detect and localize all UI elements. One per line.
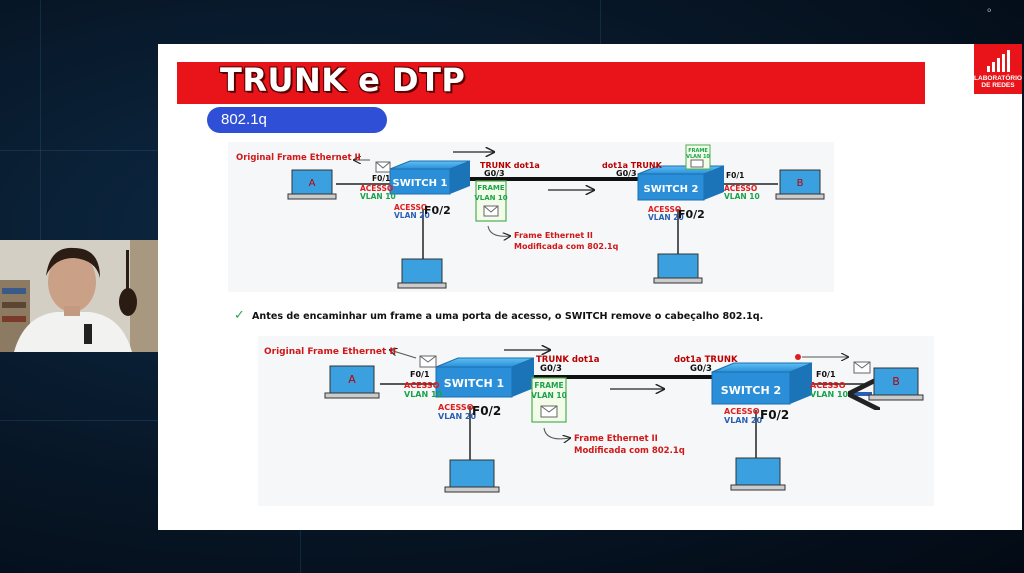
vlan10-label: VLAN 10	[360, 192, 396, 201]
slide-title: TRUNK e DTP	[220, 61, 466, 99]
background-line	[600, 0, 601, 44]
background-line	[40, 0, 41, 240]
acesso-label-4: ACESSO	[648, 205, 681, 214]
port-f01-b: F0/1	[410, 370, 430, 379]
host-b-label-b: B	[892, 375, 900, 388]
trunk-right-label: dot1a TRUNK	[602, 161, 663, 170]
port-g03-right: G0/3	[616, 169, 637, 178]
envelope-icon	[853, 361, 871, 374]
port-f01-right-b: F0/1	[816, 370, 836, 379]
original-frame-label-b: Original Frame Ethernet II	[264, 347, 396, 357]
port-f01-right: F0/1	[726, 171, 744, 180]
vlan20-label: VLAN 20	[394, 211, 430, 220]
switch1-label: SWITCH 1	[393, 178, 448, 189]
vlan20-label-2: VLAN 20	[648, 213, 684, 222]
vlan20-label-b2: VLAN 20	[724, 416, 763, 425]
envelope-icon	[690, 159, 704, 168]
background-line	[0, 150, 160, 151]
port-f02: F0/2	[424, 204, 451, 217]
envelope-icon	[483, 205, 499, 217]
logo-text-1: LABORATÓRIO	[974, 75, 1022, 82]
title-banner: TRUNK e DTP	[177, 61, 925, 104]
window-control-icon[interactable]: ⚬	[985, 6, 994, 17]
envelope-icon	[540, 405, 558, 418]
network-diagrams: SWITCH 1 SWITCH 2 A B	[228, 142, 934, 506]
host-a-laptop: A	[287, 169, 337, 200]
port-f02-right-b: F0/2	[760, 408, 789, 422]
pc-switch2-b	[730, 457, 786, 491]
modified-frame-2: Modificada com 802.1q	[514, 242, 619, 251]
vlan10-label-2: VLAN 10	[724, 192, 760, 201]
acesso-label: ACESSO	[360, 184, 393, 193]
acesso-label-b2: ACESSO	[438, 403, 474, 412]
host-a-label: A	[309, 178, 316, 189]
host-b-label: B	[797, 178, 804, 189]
host-a-laptop-b: A	[324, 365, 380, 399]
port-g03-left: G0/3	[484, 169, 505, 178]
port-g03-right-b: G0/3	[690, 364, 712, 374]
frame-vlan-2: VLAN 10	[686, 154, 710, 160]
background-line	[0, 420, 158, 421]
trunk-left-label-b: TRUNK dot1a	[536, 355, 600, 365]
subtitle-pill: 802.1q	[207, 107, 387, 133]
arrow-icon	[487, 225, 510, 236]
modified-frame-1-b: Frame Ethernet II	[574, 434, 658, 444]
presenter-video	[0, 240, 158, 352]
arrow-icon	[543, 427, 570, 439]
trunk-right-label-b: dot1a TRUNK	[674, 355, 738, 365]
original-frame-label: Original Frame Ethernet II	[236, 153, 361, 163]
frame-vlan: VLAN 10	[474, 194, 507, 202]
frame-label: FRAME	[477, 184, 505, 192]
frame-label-b: FRAME	[534, 381, 563, 390]
vlan20-label-b: VLAN 20	[438, 412, 477, 421]
vlan10-label-b: VLAN 10	[404, 390, 443, 399]
acesso-label-3: ACESSO	[724, 184, 757, 193]
port-f01: F0/1	[372, 174, 390, 183]
modified-frame-2-b: Modificada com 802.1q	[574, 446, 685, 456]
pc-switch1	[397, 258, 447, 289]
check-icon: ✓	[234, 308, 245, 323]
logo-text-2: DE REDES	[981, 82, 1015, 89]
envelope-icon	[419, 355, 437, 368]
modified-frame-1: Frame Ethernet II	[514, 231, 593, 240]
switch1-label-b: SWITCH 1	[444, 377, 504, 390]
trunk-left-label: TRUNK dot1a	[480, 161, 540, 170]
host-b-laptop: B	[775, 169, 825, 200]
acesso-label-b: ACESSO	[404, 381, 440, 390]
arrow-icon	[390, 350, 417, 359]
switch1-bottom: SWITCH 1	[435, 357, 535, 398]
pc-switch1-b	[444, 459, 500, 493]
pc-switch2	[653, 253, 703, 284]
vlan10-label-b2: VLAN 10	[810, 390, 849, 399]
acesso-label-2: ACESSO	[394, 203, 427, 212]
slide-note: Antes de encaminhar um frame a uma porta…	[252, 311, 763, 322]
envelope-icon	[375, 161, 391, 173]
frame-label-2: FRAME	[688, 148, 708, 154]
switch2-top: SWITCH 2	[637, 165, 725, 201]
pointer-dot	[795, 354, 801, 360]
acesso-label-b4: ACESSO	[724, 407, 760, 416]
switch1-top: SWITCH 1	[389, 160, 471, 195]
background-line	[300, 530, 301, 573]
port-f02-b: F0/2	[472, 404, 501, 418]
diagram-top: SWITCH 1 SWITCH 2 A B	[228, 142, 834, 292]
host-a-label-b: A	[348, 373, 356, 386]
switch2-label-b: SWITCH 2	[721, 384, 781, 397]
frame-vlan-b: VLAN 10	[531, 391, 567, 400]
bar-chart-icon	[987, 50, 1010, 72]
port-f02-right: F0/2	[678, 208, 705, 221]
acesso-label-b3: ACESSO	[810, 381, 846, 390]
host-b-laptop-b: B	[868, 367, 924, 401]
port-g03-left-b: G0/3	[540, 364, 562, 374]
diagram-bottom: SWITCH 1 SWITCH 2 A B	[258, 336, 934, 506]
switch2-bottom: SWITCH 2	[711, 362, 813, 405]
webcam-overlay	[0, 240, 158, 352]
switch2-label: SWITCH 2	[644, 184, 699, 195]
